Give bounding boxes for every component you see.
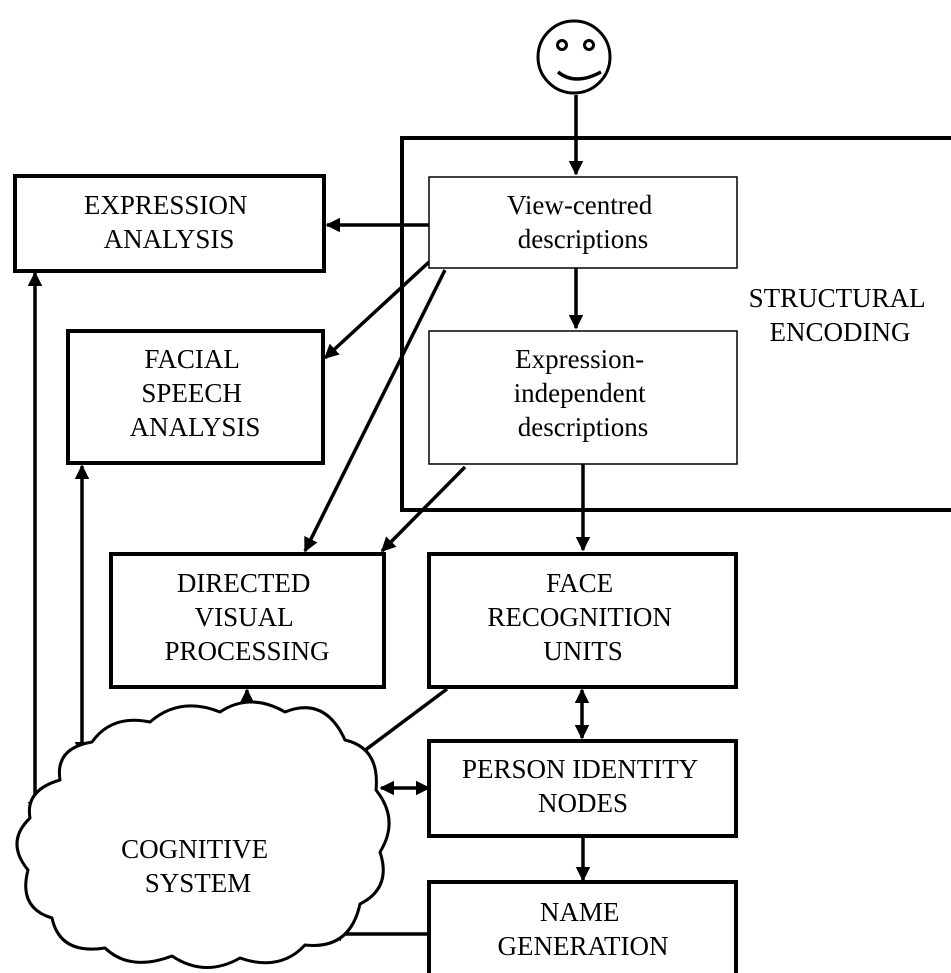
expression-independent-descriptions-label: Expression- independent descriptions — [514, 344, 653, 442]
expression-analysis-box — [13, 174, 326, 273]
arrow-expression-independent-to-directed-visual — [380, 465, 467, 553]
expression-independent-descriptions-box — [428, 330, 738, 465]
arrow-view-to-directed-visual — [303, 269, 447, 553]
view-centred-descriptions-box — [428, 176, 738, 269]
person-identity-nodes-box — [427, 739, 738, 838]
cognitive-system-cloud — [15, 700, 391, 969]
directed-visual-processing-box — [109, 552, 386, 689]
facial-speech-analysis-label: FACIAL SPEECH ANALYSIS — [130, 344, 261, 442]
person-identity-nodes-label: PERSON IDENTITY NODES — [462, 754, 704, 818]
cognitive-system-label: COGNITIVE SYSTEM — [121, 834, 275, 898]
directed-visual-processing-label: DIRECTED VISUAL PROCESSING — [164, 568, 329, 666]
name-generation-box — [427, 880, 738, 973]
smiley-face-icon — [536, 19, 612, 95]
facial-speech-analysis-box — [66, 329, 325, 465]
arrow-view-to-facial-speech — [323, 260, 431, 360]
view-centred-descriptions-label: View-centred descriptions — [507, 190, 659, 254]
face-recognition-units-label: FACE RECOGNITION UNITS — [487, 568, 678, 666]
structural-encoding-label: STRUCTURAL ENCODING — [749, 283, 932, 347]
name-generation-label: NAME GENERATION — [498, 897, 669, 961]
face-recognition-units-box — [427, 552, 738, 689]
expression-analysis-label: EXPRESSION ANALYSIS — [84, 190, 254, 254]
